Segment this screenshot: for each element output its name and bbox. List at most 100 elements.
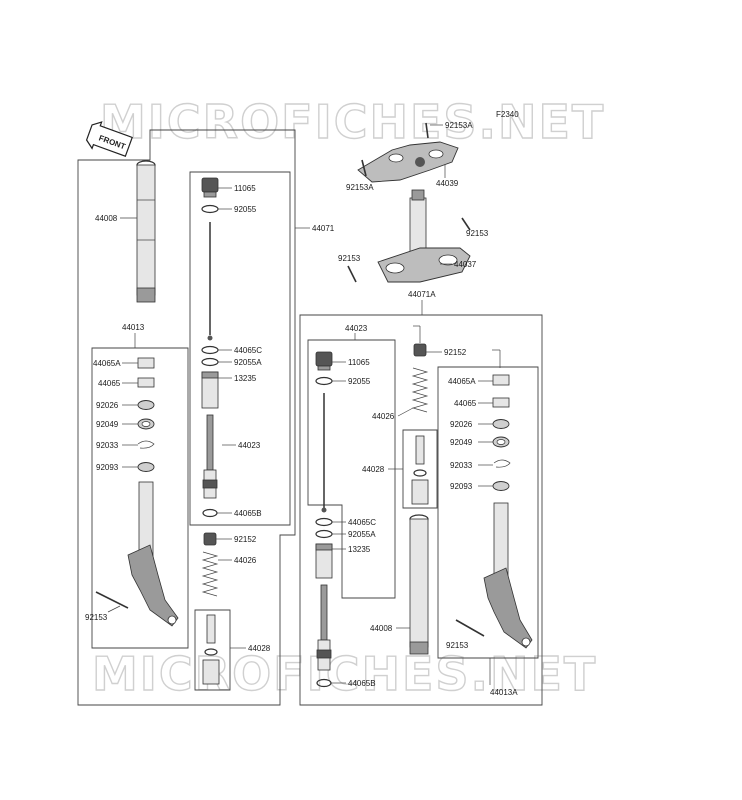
bolt-92153A-mid bbox=[361, 159, 367, 177]
spring-44026-right bbox=[411, 367, 429, 413]
washer-92026-right bbox=[492, 419, 510, 429]
label-44013: 44013 bbox=[122, 323, 145, 332]
bolt-92153-right-top bbox=[461, 217, 471, 231]
circlip-92033-left bbox=[137, 440, 155, 449]
label-44023-left: 44023 bbox=[238, 441, 261, 450]
label-92153A-top: 92153A bbox=[445, 121, 473, 130]
bolt-92153-right-low bbox=[455, 619, 485, 637]
label-92026-left: 92026 bbox=[96, 401, 119, 410]
label-92152-right: 92152 bbox=[444, 348, 467, 357]
left-fork-assembly: 44008 11065 92055 44065C 92055A 13235 bbox=[77, 129, 335, 706]
label-11065-left: 11065 bbox=[234, 184, 256, 193]
cartridge-44023-left bbox=[202, 414, 218, 499]
label-44065-left: 44065 bbox=[98, 379, 121, 388]
nut-92152-right bbox=[413, 343, 427, 357]
o-ring-92055A-right bbox=[315, 529, 333, 539]
steering-stem-44037 bbox=[377, 189, 471, 283]
label-44028-right: 44028 bbox=[362, 465, 385, 474]
label-44028-left: 44028 bbox=[248, 644, 271, 653]
label-92033-left: 92033 bbox=[96, 441, 119, 450]
group-box-44013A bbox=[437, 366, 539, 659]
label-44026-right: 44026 bbox=[372, 412, 395, 421]
inner-tube-right bbox=[483, 502, 533, 649]
label-92153-right-low: 92153 bbox=[446, 641, 469, 650]
cylinder-44028-right bbox=[411, 435, 429, 505]
label-92153-right-top: 92153 bbox=[466, 229, 489, 238]
label-44039: 44039 bbox=[436, 179, 459, 188]
label-44065B-left: 44065B bbox=[234, 509, 262, 518]
watermark-bottom: MICROFICHES.NET bbox=[92, 647, 597, 701]
bushing-44065-left bbox=[137, 377, 155, 388]
o-ring-92055-left bbox=[201, 204, 219, 214]
label-92153-left-low: 92153 bbox=[85, 613, 108, 622]
bushing-44065A-right bbox=[492, 374, 510, 386]
nut-92152-left bbox=[203, 532, 217, 546]
o-ring-92055A-left bbox=[201, 357, 219, 367]
ring-44065C-left bbox=[201, 345, 219, 355]
label-92055-left: 92055 bbox=[234, 205, 257, 214]
group-box-44023-right bbox=[307, 339, 396, 599]
ring-44065B-left bbox=[202, 508, 218, 518]
washer-92026-left bbox=[137, 400, 155, 410]
bushing-44065A-left bbox=[137, 357, 155, 369]
label-92093-left: 92093 bbox=[96, 463, 119, 472]
group-box-44023-left bbox=[189, 171, 291, 526]
label-44008-left: 44008 bbox=[95, 214, 118, 223]
outer-tube-44008-left bbox=[136, 160, 156, 303]
bolt-92153-left bbox=[95, 591, 129, 609]
label-11065-right: 11065 bbox=[348, 358, 370, 367]
inner-tube-left bbox=[127, 481, 179, 627]
label-92055A-left: 92055A bbox=[234, 358, 262, 367]
bushing-44065-right bbox=[492, 397, 510, 408]
label-44065A-left: 44065A bbox=[93, 359, 121, 368]
label-13235-left: 13235 bbox=[234, 374, 257, 383]
label-92152-left: 92152 bbox=[234, 535, 257, 544]
cap-bolt-11065-right bbox=[315, 351, 333, 371]
label-44023-right: 44023 bbox=[345, 324, 368, 333]
figure-code: F2340 bbox=[496, 110, 519, 119]
label-44065C-left: 44065C bbox=[234, 346, 262, 355]
label-44065A-right: 44065A bbox=[448, 377, 476, 386]
label-44026-left: 44026 bbox=[234, 556, 257, 565]
cylinder-44028-left bbox=[202, 614, 220, 685]
group-box-44013 bbox=[91, 347, 189, 649]
label-92153A-mid: 92153A bbox=[346, 183, 374, 192]
spring-44026-left bbox=[201, 551, 219, 597]
label-44008-right: 44008 bbox=[370, 624, 393, 633]
label-92153-stem: 92153 bbox=[338, 254, 361, 263]
collar-13235-left bbox=[201, 371, 219, 409]
cartridge-44023-right bbox=[316, 584, 332, 671]
label-92093-right: 92093 bbox=[450, 482, 473, 491]
right-fork-assembly: 44071A 44023 92152 11065 92055 44026 bbox=[299, 290, 543, 706]
label-44037: 44037 bbox=[454, 260, 477, 269]
watermark-top: MICROFICHES.NET bbox=[100, 95, 605, 149]
o-ring-92055-right bbox=[315, 376, 333, 386]
bolt-92153A-top bbox=[425, 122, 429, 139]
label-92049-left: 92049 bbox=[96, 420, 119, 429]
collar-13235-right bbox=[315, 543, 333, 579]
label-44013A: 44013A bbox=[490, 688, 518, 697]
label-92033-right: 92033 bbox=[450, 461, 473, 470]
bolt-92153-stem bbox=[347, 265, 357, 283]
circlip-92033-right bbox=[493, 459, 511, 468]
label-92026-right: 92026 bbox=[450, 420, 473, 429]
group-box-44028-right bbox=[402, 429, 438, 509]
label-44065-right: 44065 bbox=[454, 399, 477, 408]
upper-bracket-44039 bbox=[357, 141, 459, 183]
group-box-44028-left bbox=[194, 609, 231, 691]
label-92049-right: 92049 bbox=[450, 438, 473, 447]
label-92055-right: 92055 bbox=[348, 377, 371, 386]
cap-bolt-11065-left bbox=[201, 177, 219, 198]
outer-tube-44008-right bbox=[409, 514, 429, 655]
front-arrow-icon: FRONT bbox=[85, 121, 133, 158]
label-92055A-right: 92055A bbox=[348, 530, 376, 539]
dust-seal-92093-right bbox=[492, 481, 510, 491]
dust-seal-92093-left bbox=[137, 462, 155, 472]
label-44065B-right: 44065B bbox=[348, 679, 376, 688]
label-13235-right: 13235 bbox=[348, 545, 371, 554]
label-44071: 44071 bbox=[312, 224, 335, 233]
label-44071A: 44071A bbox=[408, 290, 436, 299]
ring-44065C-right bbox=[315, 517, 333, 527]
